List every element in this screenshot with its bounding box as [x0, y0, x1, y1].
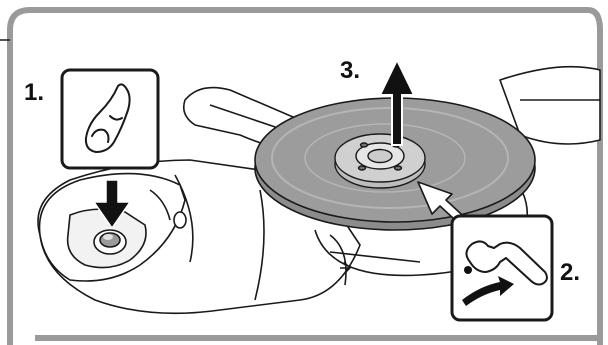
- step-3-label: 3.: [340, 57, 360, 84]
- step-1-label: 1.: [24, 79, 44, 106]
- step-2-inset: [452, 216, 552, 320]
- step-1-inset: [62, 70, 158, 168]
- step-2-label: 2.: [560, 259, 580, 286]
- flange-nut: [335, 134, 425, 188]
